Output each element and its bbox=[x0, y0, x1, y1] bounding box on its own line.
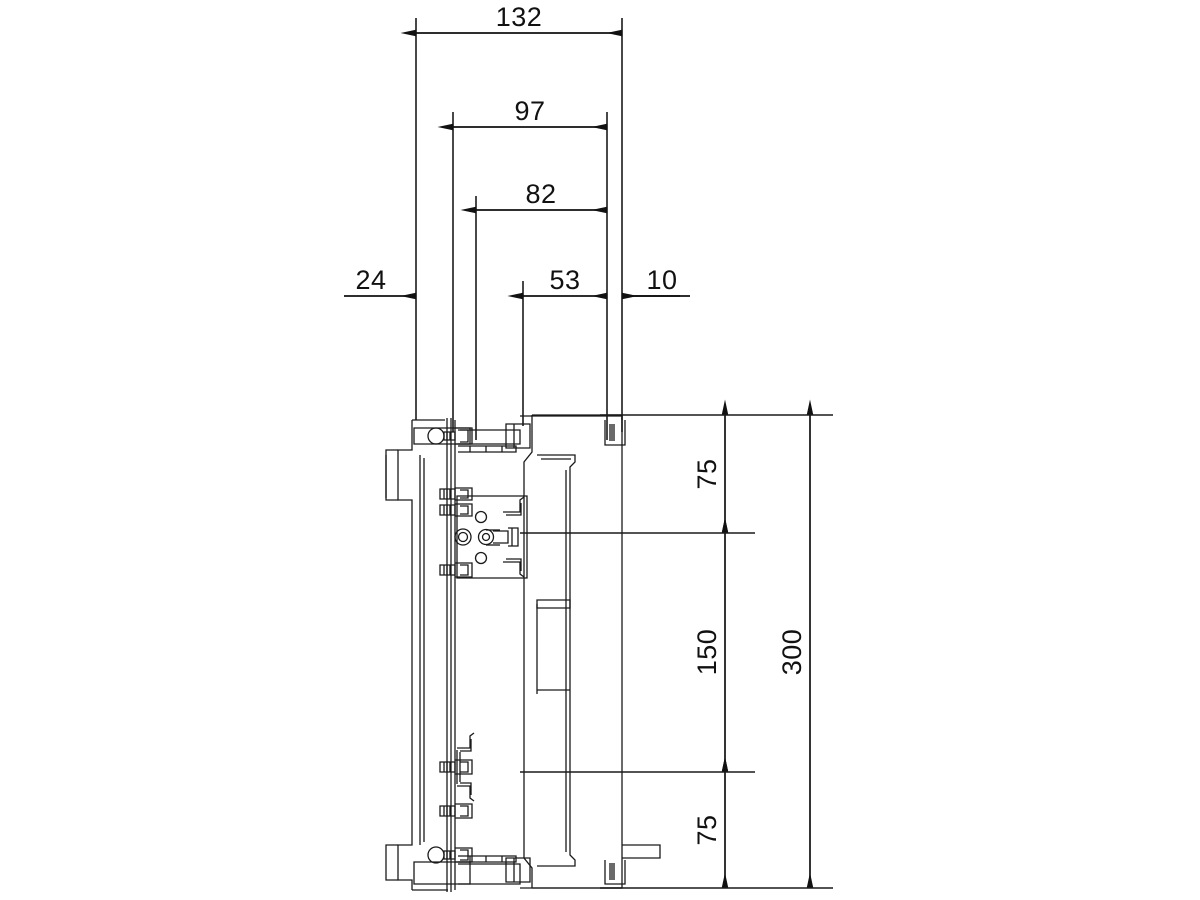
enclosure-housing bbox=[523, 414, 623, 889]
lower-hook-arms bbox=[456, 732, 475, 802]
dim-label-97: 97 bbox=[514, 96, 545, 126]
dim-label-150: 150 bbox=[692, 629, 722, 676]
horizontal-dimension-lines-group bbox=[344, 29, 690, 300]
vertical-dimension-lines-group bbox=[721, 399, 814, 889]
back-panel bbox=[385, 419, 448, 891]
device-side-profile bbox=[385, 414, 661, 892]
dim-label-82: 82 bbox=[525, 179, 556, 209]
bracket-clip-arms bbox=[503, 496, 525, 578]
dim-label-132: 132 bbox=[496, 2, 543, 32]
dim-label-75-top: 75 bbox=[692, 458, 722, 489]
dim-label-10: 10 bbox=[646, 265, 677, 295]
dim-label-75-bottom: 75 bbox=[692, 814, 722, 845]
reference-lines-group bbox=[520, 414, 833, 889]
rail-fasteners bbox=[427, 427, 473, 864]
bottom-cap bbox=[413, 855, 622, 889]
extension-lines-group bbox=[415, 18, 623, 440]
dim-label-300: 300 bbox=[777, 629, 807, 676]
mounting-bracket-plate bbox=[454, 495, 528, 579]
dimension-labels-group: 132 97 82 53 24 10 75 150 75 300 bbox=[355, 2, 807, 846]
connector-tabs bbox=[604, 420, 661, 885]
dim-label-24: 24 bbox=[355, 265, 386, 295]
top-cap bbox=[413, 415, 623, 453]
dim-label-53: 53 bbox=[549, 265, 580, 295]
